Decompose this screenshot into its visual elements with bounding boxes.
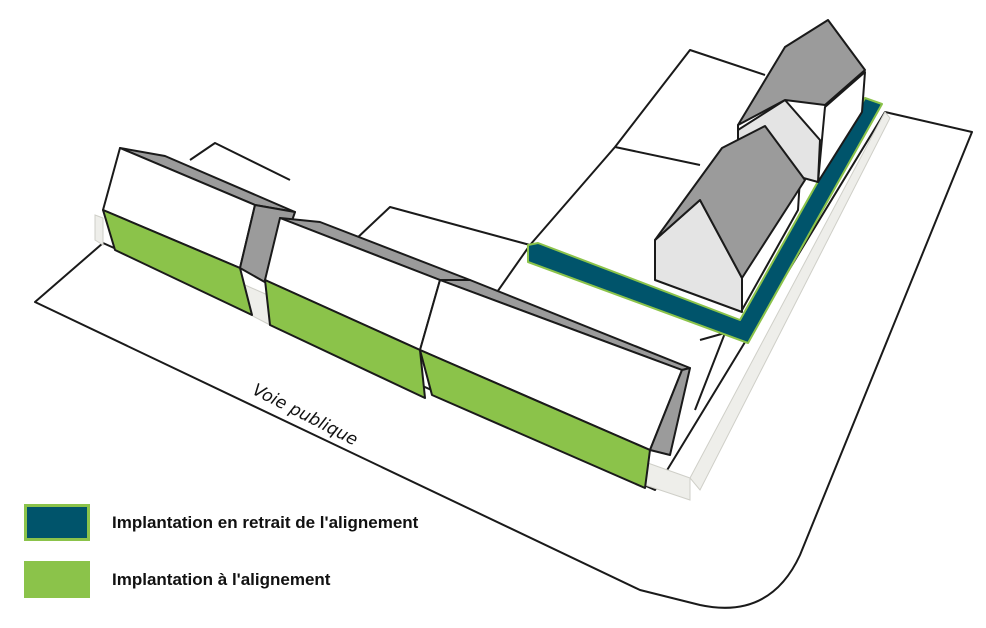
building-3-front-wall xyxy=(419,349,651,489)
rear-house-a-side xyxy=(817,71,866,183)
legend-label-setback: Implantation en retrait de l'alignement xyxy=(112,512,419,532)
building-3-gable xyxy=(649,367,691,456)
public-road xyxy=(34,111,973,609)
building-1-front-wall xyxy=(102,209,253,316)
legend-swatch-alignment xyxy=(24,561,90,598)
legend-label-alignment: Implantation à l'alignement xyxy=(112,569,331,589)
rear-house-a-roof xyxy=(737,19,866,126)
legend-swatch-setback xyxy=(24,504,90,541)
building-2-front-wall xyxy=(264,279,426,399)
setback-strip xyxy=(527,97,883,344)
rear-house-b-roof xyxy=(654,125,806,279)
legend-item-setback: Implantation en retrait de l'alignement xyxy=(24,504,418,541)
legend-item-alignment: Implantation à l'alignement xyxy=(24,561,330,598)
building-2 xyxy=(264,217,471,399)
rear-house-b xyxy=(654,125,806,313)
building-3 xyxy=(419,279,691,489)
parcel-lines xyxy=(189,49,766,411)
